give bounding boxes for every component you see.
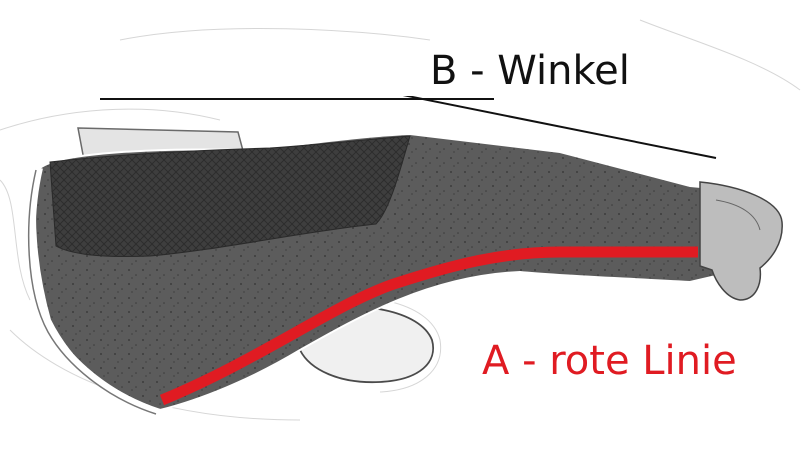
- label-b: B - Winkel: [430, 48, 630, 94]
- finger-tip: [700, 182, 782, 300]
- label-a: A - rote Linie: [482, 338, 737, 384]
